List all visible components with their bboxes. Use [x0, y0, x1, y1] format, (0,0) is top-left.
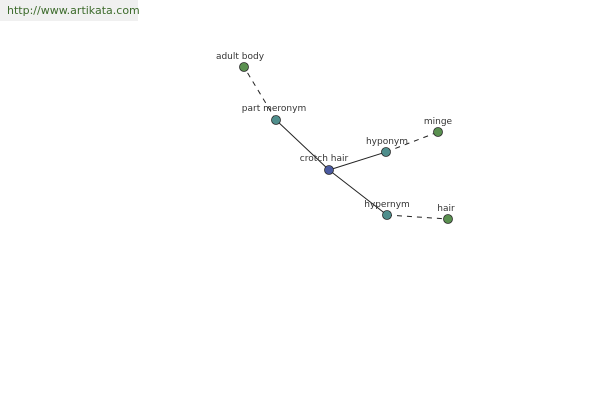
- node-label-hypernym[interactable]: hypernym: [364, 200, 410, 210]
- node-label-part-meronym[interactable]: part meronym: [242, 104, 306, 114]
- edge-crotch-hair-hypernym: [328, 169, 388, 216]
- node-hair[interactable]: [443, 214, 453, 224]
- node-layer: adult body part meronym crotch hair hyponym…: [216, 52, 455, 224]
- node-label-minge[interactable]: minge: [424, 117, 453, 127]
- node-crotch-hair[interactable]: [324, 165, 334, 175]
- edge-crotch-hair-part-meronym: [275, 119, 330, 171]
- node-minge[interactable]: [433, 127, 443, 137]
- node-label-crotch-hair[interactable]: crotch hair: [300, 154, 349, 164]
- edge-crotch-hair-hyponym: [328, 151, 387, 171]
- node-label-hyponym[interactable]: hyponym: [366, 137, 408, 147]
- edge-layer: [243, 66, 449, 220]
- node-label-adult-body[interactable]: adult body: [216, 52, 265, 62]
- node-label-hair[interactable]: hair: [437, 204, 455, 214]
- url-banner[interactable]: http://www.artikata.com: [0, 0, 140, 21]
- edge-hypernym-hair: [386, 214, 449, 220]
- node-hypernym[interactable]: [382, 210, 392, 220]
- node-part-meronym[interactable]: [271, 115, 281, 125]
- node-hyponym[interactable]: [381, 147, 391, 157]
- edge-part-meronym-adult-body: [243, 66, 277, 121]
- node-adult-body[interactable]: [239, 62, 249, 72]
